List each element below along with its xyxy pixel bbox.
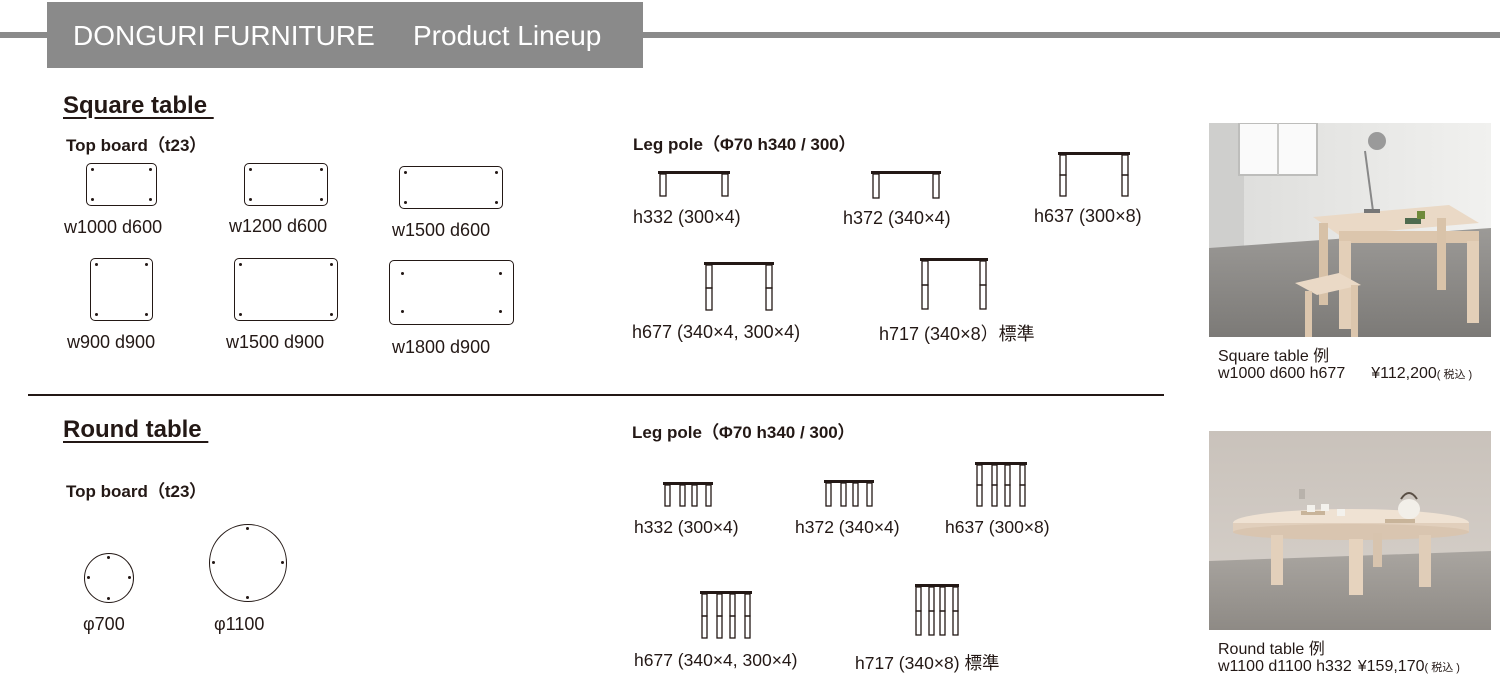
- board-w1800-d900[interactable]: [389, 260, 514, 325]
- square-photo-caption-title: Square table 例: [1218, 348, 1330, 365]
- section-divider: [28, 394, 1164, 396]
- tax-included-note: ( 税込 ): [1436, 369, 1473, 381]
- leg-label: h372 (340×4): [795, 517, 900, 537]
- square-photo-caption: w1000 d600 h677 ¥112,200( 税込 ): [1218, 365, 1472, 383]
- square-table-title: Square table: [63, 92, 214, 119]
- round-board-1100[interactable]: [209, 524, 287, 602]
- brand-name: DONGURI FURNITURE: [73, 20, 375, 51]
- round-board-label: φ1100: [214, 614, 265, 634]
- round-example-price: ¥159,170: [1357, 658, 1425, 675]
- round-table-photo: [1209, 431, 1491, 630]
- square-example-dims: w1000 d600 h677: [1218, 365, 1346, 382]
- leg-label: h717 (340×8）標準: [879, 324, 1035, 344]
- square-top-board-label: Top board（t23）: [66, 136, 207, 155]
- board-w1500-d900[interactable]: [234, 258, 338, 321]
- leg-label: h332 (300×4): [633, 207, 741, 227]
- board-label: w1500 d600: [392, 220, 491, 240]
- board-w1500-d600[interactable]: [399, 166, 503, 209]
- leg-label: h677 (340×4, 300×4): [632, 322, 801, 342]
- round-board-label: φ700: [83, 614, 125, 634]
- header-rule: [0, 32, 1500, 38]
- square-leg-pole-label: Leg pole（Φ70 h340 / 300）: [633, 135, 856, 154]
- square-example-price: ¥112,200: [1371, 365, 1437, 382]
- board-label: w1000 d600: [64, 217, 163, 237]
- round-table-title: Round table: [63, 416, 209, 443]
- board-label: w1800 d900: [392, 337, 491, 357]
- leg-label: h637 (300×8): [1034, 206, 1142, 226]
- board-w1000-d600[interactable]: [86, 163, 157, 206]
- page-subtitle: Product Lineup: [413, 20, 602, 51]
- square-table-photo: [1209, 123, 1491, 337]
- leg-label: h677 (340×4, 300×4): [634, 650, 798, 670]
- round-example-dims: w1100 d1100 h332: [1218, 658, 1352, 675]
- round-photo-caption-title: Round table 例: [1218, 641, 1325, 658]
- board-label: w1500 d900: [226, 332, 325, 352]
- leg-label: h637 (300×8): [945, 517, 1050, 537]
- round-board-700[interactable]: [84, 553, 134, 603]
- round-top-board-label: Top board（t23）: [66, 482, 207, 501]
- leg-label: h717 (340×8) 標準: [855, 653, 1000, 673]
- board-label: w900 d900: [67, 332, 156, 352]
- round-photo-caption: w1100 d1100 h332 ¥159,170( 税込 ): [1218, 658, 1460, 676]
- board-w900-d900[interactable]: [90, 258, 153, 321]
- round-leg-pole-label: Leg pole（Φ70 h340 / 300）: [632, 423, 855, 442]
- leg-label: h332 (300×4): [634, 517, 739, 537]
- board-label: w1200 d600: [229, 216, 328, 236]
- board-w1200-d600[interactable]: [244, 163, 328, 206]
- header-banner: DONGURI FURNITURE Product Lineup: [47, 2, 643, 68]
- leg-label: h372 (340×4): [843, 208, 951, 228]
- tax-included-note: ( 税込 ): [1424, 662, 1460, 674]
